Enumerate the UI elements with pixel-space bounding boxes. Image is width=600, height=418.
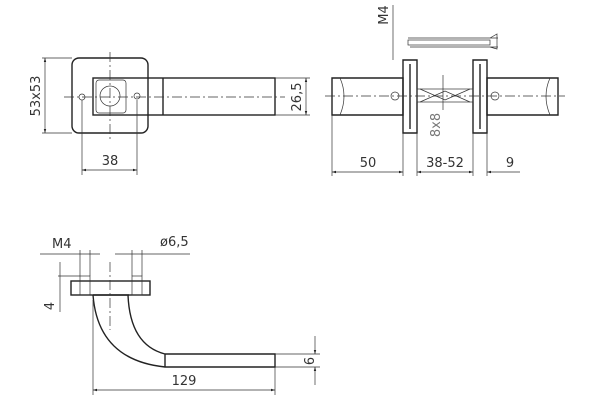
dim-plate-offset: 4 [43,302,58,310]
dim-screw-m4: M4 [52,237,72,252]
dim-rose-depth: 9 [506,156,514,171]
dim-lever-height: 26,5 [290,83,305,112]
dim-lever-length: 50 [360,156,377,171]
front-view: 53x53 26,5 38 [29,52,310,175]
dim-lever-length: 129 [172,374,197,389]
side-view: M4 8x8 50 38-52 9 [325,5,565,176]
dim-hole-diameter: ø6,5 [160,235,189,250]
top-view: M4 ø6,5 4 129 9 [40,235,320,395]
dim-lever-thickness: 9 [300,357,315,365]
dim-door-thickness: 38-52 [426,156,464,171]
dim-screw-m4: M4 [377,5,392,25]
dim-spindle: 8x8 [429,113,444,137]
dim-rose-size: 53x53 [29,76,44,117]
dim-screw-spacing: 38 [102,154,119,169]
